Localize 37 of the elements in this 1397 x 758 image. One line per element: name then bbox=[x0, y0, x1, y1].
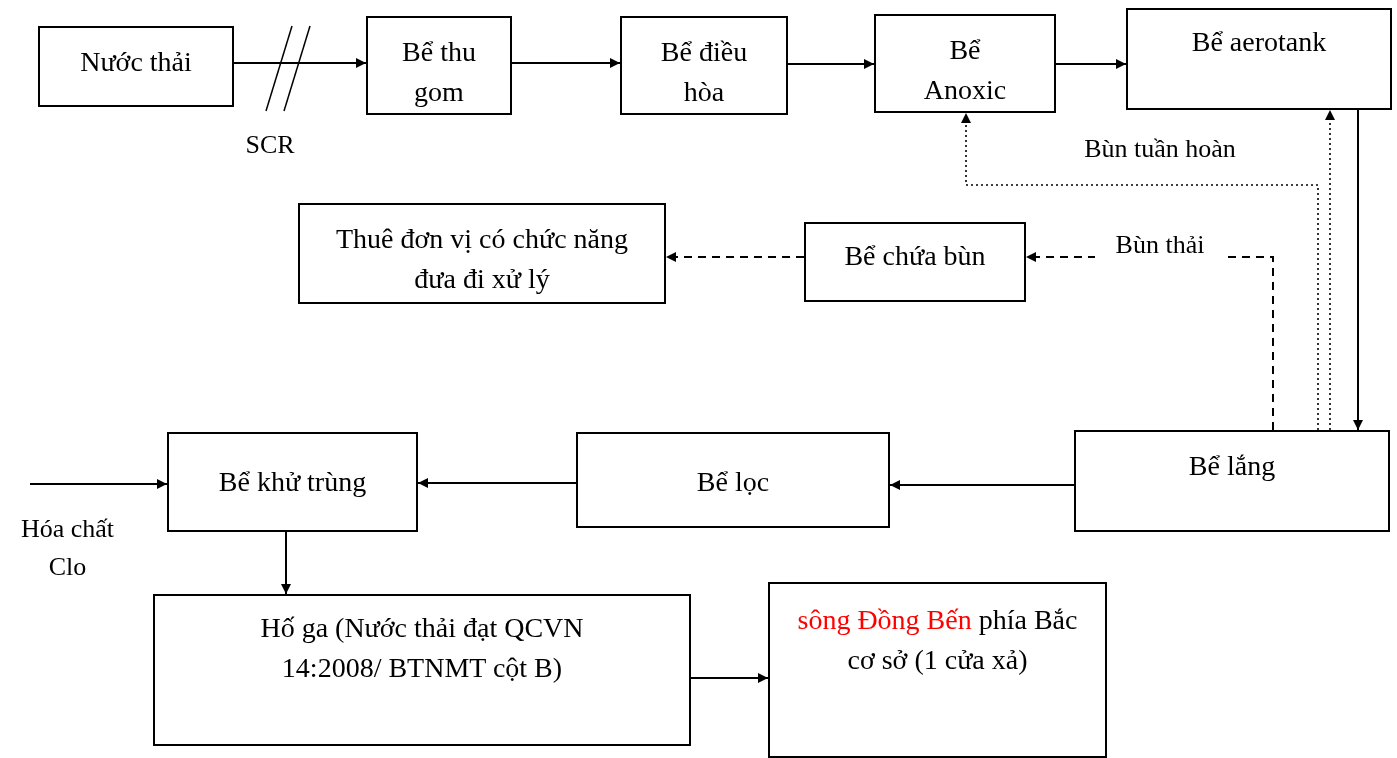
node-text: Hố ga (Nước thải đạt QCVN 14:2008/ BTNMT cột B) bbox=[259, 611, 585, 685]
node-text: Bể lọc bbox=[696, 465, 770, 499]
arrow bbox=[233, 58, 367, 68]
node-text: Bể khử trùng bbox=[218, 465, 367, 499]
arrow bbox=[417, 478, 577, 488]
node-text: sông Đồng Bến phía Bắc cơ sở (1 cửa xả) bbox=[796, 603, 1079, 677]
node-text: Bể Anoxic bbox=[923, 33, 1007, 107]
node-text: Nước thải bbox=[80, 45, 192, 79]
arrow bbox=[281, 531, 291, 595]
process-box bbox=[38, 26, 234, 107]
process-box bbox=[366, 16, 512, 115]
node-text: Bể aerotank bbox=[1191, 25, 1327, 59]
node-text: Bể chứa bùn bbox=[844, 239, 986, 273]
arrow bbox=[665, 252, 805, 262]
arrow bbox=[1353, 109, 1363, 431]
process-box bbox=[1126, 8, 1392, 110]
process-box bbox=[804, 222, 1026, 302]
node-text: Thuê đơn vị có chức năng đưa đi xử lý bbox=[335, 222, 629, 296]
arrow bbox=[29, 479, 168, 489]
process-box bbox=[298, 203, 666, 304]
process-box bbox=[576, 432, 890, 528]
arrow bbox=[1325, 109, 1335, 431]
arrow bbox=[787, 59, 875, 69]
arrow bbox=[961, 112, 1319, 431]
node-text: Bể lắng bbox=[1188, 449, 1276, 483]
arrow bbox=[511, 58, 621, 68]
node-text: Bể thu gom bbox=[401, 35, 477, 109]
process-box bbox=[874, 14, 1056, 113]
arrow bbox=[889, 480, 1075, 490]
process-box bbox=[768, 582, 1107, 758]
process-box bbox=[167, 432, 418, 532]
arrow bbox=[1055, 59, 1127, 69]
process-box bbox=[620, 16, 788, 115]
arrow bbox=[690, 673, 769, 683]
node-text: Bể điều hòa bbox=[659, 35, 749, 109]
process-box bbox=[153, 594, 691, 746]
process-box bbox=[1074, 430, 1390, 532]
